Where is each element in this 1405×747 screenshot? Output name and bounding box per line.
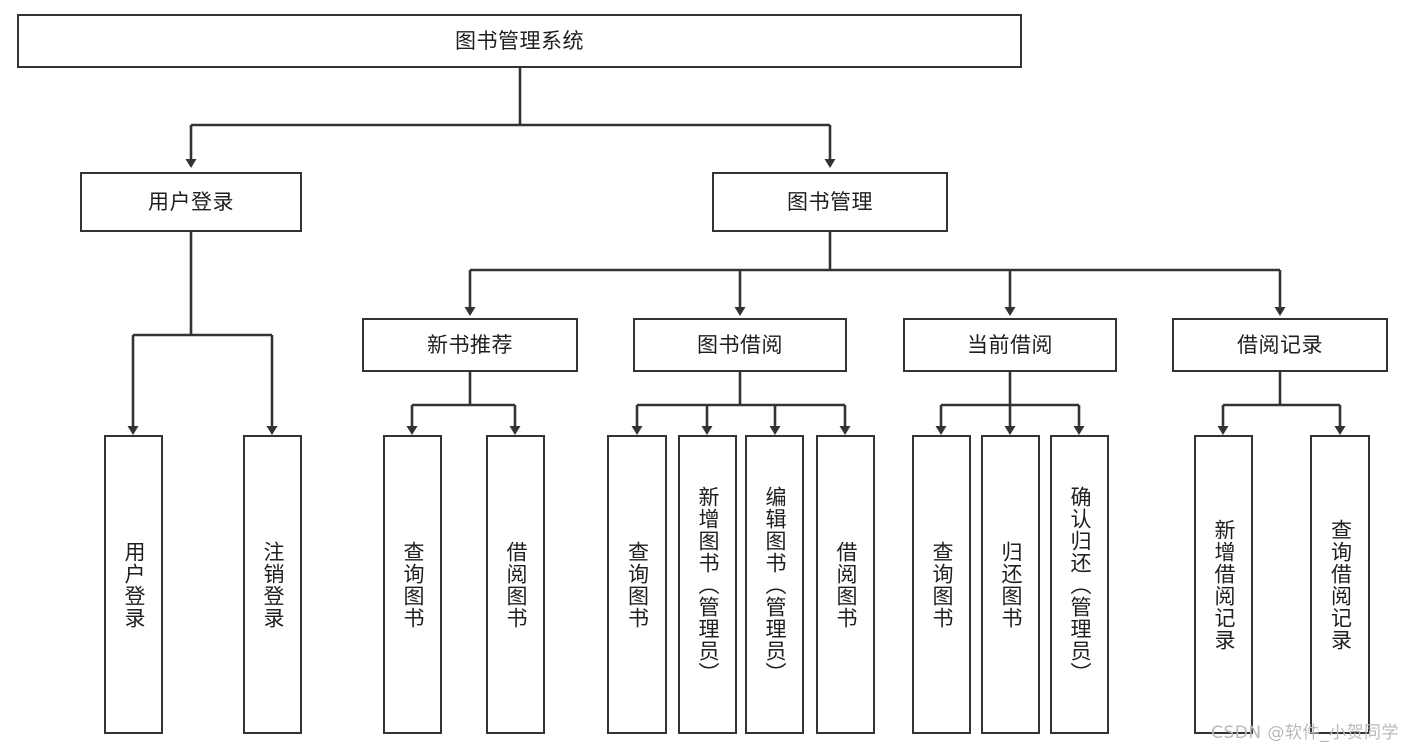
leaf-label: 新增借阅记录 [1211,518,1236,651]
leaf-borrow-record-query[interactable]: 查询借阅记录 [1310,435,1370,734]
node-new-book-recommend-label: 新书推荐 [427,332,513,357]
leaf-new-book-borrow[interactable]: 借阅图书 [486,435,545,734]
leaf-label: 查询借阅记录 [1328,518,1353,651]
node-current-borrow-label: 当前借阅 [967,332,1053,357]
node-user-login[interactable]: 用户登录 [80,172,302,232]
leaf-label: 查询图书 [625,540,650,629]
leaf-label: 归还图书 [998,540,1023,629]
leaf-user-login-login[interactable]: 用户登录 [104,435,163,734]
node-root[interactable]: 图书管理系统 [17,14,1022,68]
node-borrow-record-label: 借阅记录 [1237,332,1323,357]
leaf-label: 用户登录 [121,540,146,629]
leaf-label: 查询图书 [929,540,954,629]
watermark-text: CSDN @软件_小贺同学 [1211,723,1399,743]
node-book-management[interactable]: 图书管理 [712,172,948,232]
node-user-login-label: 用户登录 [148,189,234,214]
leaf-current-borrow-return[interactable]: 归还图书 [981,435,1040,734]
leaf-label: 注销登录 [260,540,285,629]
leaf-label: 借阅图书 [503,540,528,629]
leaf-book-borrow-edit[interactable]: 编辑图书（管理员） [745,435,804,734]
leaf-label: 确认归还（管理员） [1067,485,1092,684]
node-book-borrow-label: 图书借阅 [697,332,783,357]
leaf-label: 新增图书（管理员） [695,485,720,684]
leaf-current-borrow-query[interactable]: 查询图书 [912,435,971,734]
node-current-borrow[interactable]: 当前借阅 [903,318,1117,372]
node-root-label: 图书管理系统 [455,28,584,53]
leaf-current-borrow-confirm-return[interactable]: 确认归还（管理员） [1050,435,1109,734]
leaf-book-borrow-query[interactable]: 查询图书 [607,435,667,734]
leaf-label: 编辑图书（管理员） [762,485,787,684]
leaf-label: 查询图书 [400,540,425,629]
leaf-book-borrow-add[interactable]: 新增图书（管理员） [678,435,737,734]
node-borrow-record[interactable]: 借阅记录 [1172,318,1388,372]
leaf-borrow-record-add[interactable]: 新增借阅记录 [1194,435,1253,734]
leaf-user-login-logout[interactable]: 注销登录 [243,435,302,734]
node-book-management-label: 图书管理 [787,189,873,214]
node-new-book-recommend[interactable]: 新书推荐 [362,318,578,372]
leaf-book-borrow-borrow[interactable]: 借阅图书 [816,435,875,734]
leaf-new-book-query[interactable]: 查询图书 [383,435,442,734]
node-book-borrow[interactable]: 图书借阅 [633,318,847,372]
leaf-label: 借阅图书 [833,540,858,629]
